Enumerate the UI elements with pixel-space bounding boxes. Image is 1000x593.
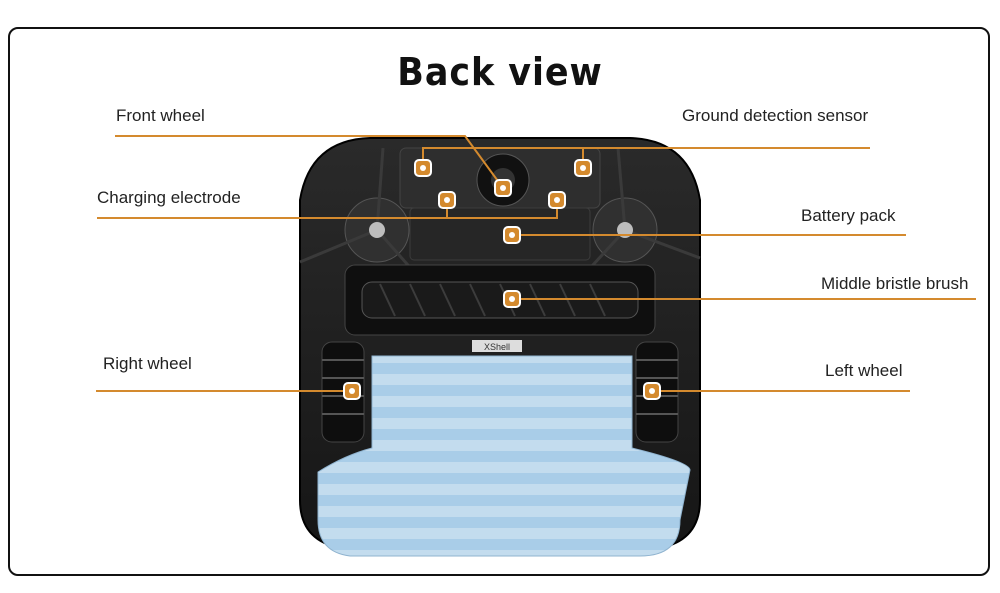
label-charging-electrode: Charging electrode (97, 188, 241, 207)
label-left-wheel: Left wheel (825, 361, 903, 380)
device-badge (472, 340, 522, 352)
label-ground-sensor: Ground detection sensor (682, 106, 869, 125)
label-middle-brush: Middle bristle brush (821, 274, 969, 293)
callout-dots (343, 159, 661, 400)
mop-pad (317, 355, 691, 557)
label-right-wheel: Right wheel (103, 354, 192, 373)
callout-front-wheel (115, 135, 504, 189)
label-battery-pack: Battery pack (801, 206, 896, 225)
device-badge-text: XShell (484, 342, 510, 352)
diagram-frame (8, 27, 990, 576)
diagram-title: Back view (397, 50, 603, 94)
label-front-wheel: Front wheel (116, 106, 205, 125)
